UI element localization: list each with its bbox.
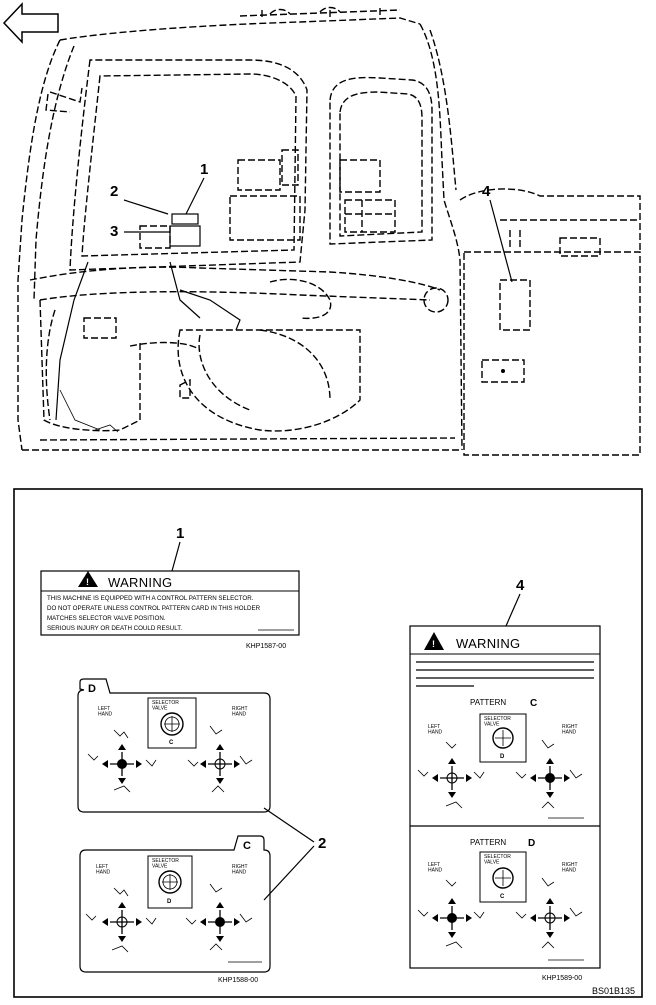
decal-4-pattern-c-word: PATTERN — [470, 698, 506, 707]
decal-1-line-3: MATCHES SELECTOR VALVE POSITION. — [47, 615, 166, 622]
decal-2-callout-label: 2 — [318, 835, 326, 852]
callout-group-top: 1 2 3 4 — [110, 161, 513, 283]
decal-4-c-left-joystick-icon — [417, 741, 485, 809]
decal-1-line-4: SERIOUS INJURY OR DEATH COULD RESULT. — [47, 625, 182, 632]
decal-4-pattern-d-word: PATTERN — [470, 838, 506, 847]
svg-text:!: ! — [86, 577, 89, 587]
callout-3-top: 3 — [110, 223, 118, 240]
decal-1-line-2: DO NOT OPERATE UNLESS CONTROL PATTERN CA… — [47, 605, 261, 612]
decal-4-part-number: KHP1589-00 — [542, 975, 582, 982]
decal-4-pattern-d-letter: D — [528, 838, 535, 849]
direction-arrow-icon — [2, 2, 59, 44]
decal-1-heading: WARNING — [108, 575, 172, 590]
decal-4-d-selector-mark: C — [500, 894, 505, 900]
decal-4-d-right-joystick-icon — [515, 877, 583, 949]
decal-1-line-1: THIS MACHINE IS EQUIPPED WITH A CONTROL … — [47, 595, 254, 602]
card-c-right-joystick-icon — [185, 883, 253, 951]
callout-4-top: 4 — [482, 183, 491, 200]
card-d-left-joystick-icon — [87, 729, 157, 793]
card-c-tab: C — [243, 840, 251, 852]
decal-2-callout: 2 — [263, 807, 326, 901]
decal-4-warning-triangle-icon — [424, 632, 444, 650]
card-d-selector-mark: C — [169, 740, 174, 746]
card-d-tab: D — [88, 683, 96, 695]
decal-1: 1 ! WARNING THIS MACHINE IS EQUIPPED WIT… — [40, 525, 300, 650]
decal-4-callout: 4 — [516, 577, 525, 594]
cab-outline — [17, 6, 641, 456]
svg-text:!: ! — [432, 639, 435, 649]
card-c-selector-mark: D — [167, 899, 172, 905]
decal-4-d-left-joystick-icon — [417, 879, 485, 949]
figure-code: BS01B135 — [592, 986, 635, 996]
decal-4-heading: WARNING — [456, 636, 520, 651]
decal-4-c-selector-mark: D — [500, 754, 505, 760]
decal-4-pattern-c-letter: C — [530, 698, 537, 709]
card-d-right-joystick-icon — [187, 725, 253, 793]
decal-1-part-number: KHP1587-00 — [246, 643, 286, 650]
detail-frame — [13, 488, 643, 998]
card-c-left-joystick-icon — [85, 887, 157, 953]
callout-1-top: 1 — [200, 161, 208, 178]
decal-2-part-number: KHP1588-00 — [218, 977, 258, 984]
decal-4-c-right-joystick-icon — [515, 739, 583, 809]
decal-1-callout: 1 — [176, 525, 184, 542]
callout-2-top: 2 — [110, 183, 118, 200]
warning-triangle-icon — [78, 571, 98, 587]
